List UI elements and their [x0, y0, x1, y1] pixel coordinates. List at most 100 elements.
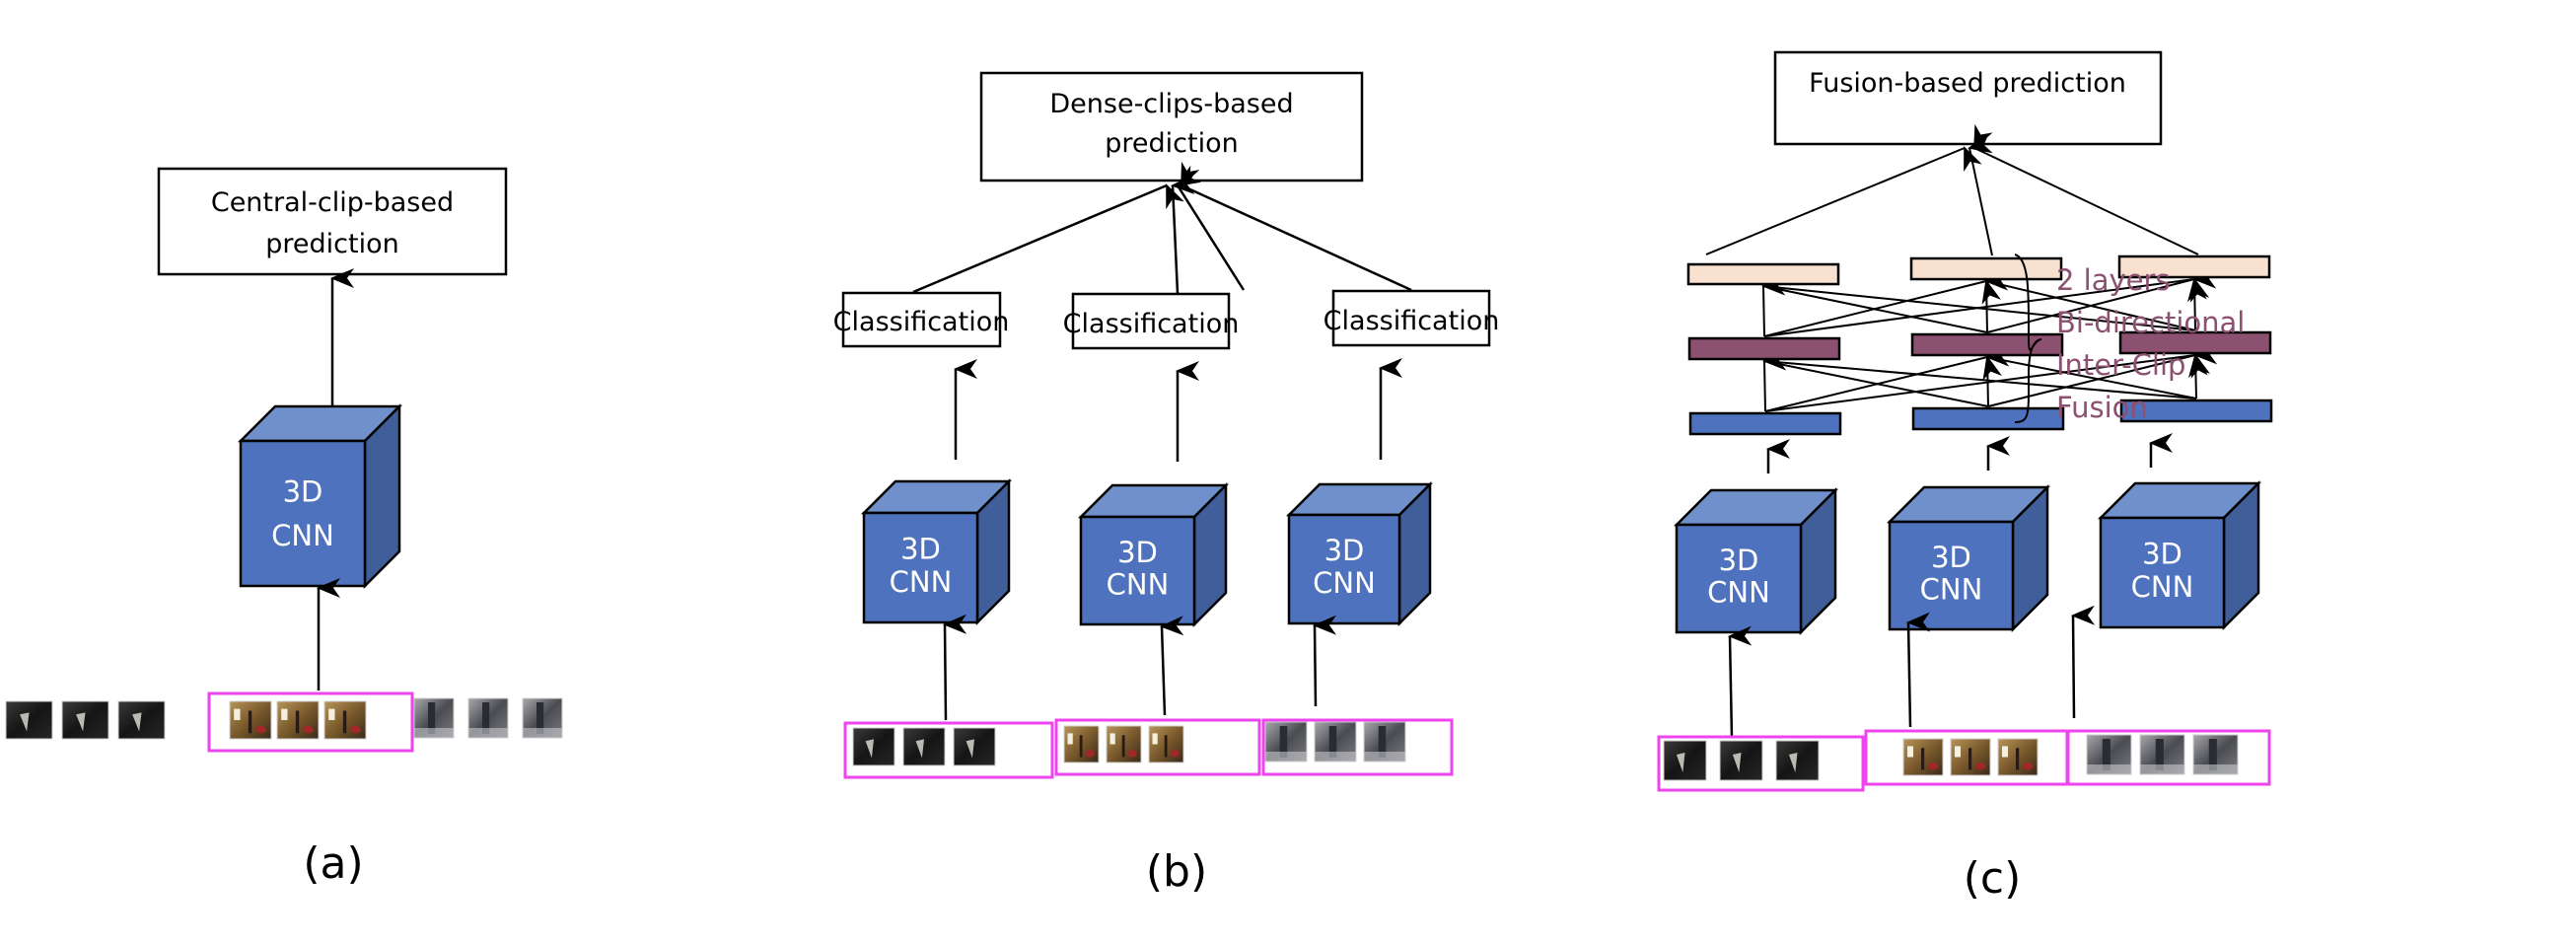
- clip-highlight-box: [1261, 718, 1454, 776]
- fusion-connection-arrow: [1981, 333, 2197, 400]
- cnn-label-line1: 3D: [900, 533, 941, 566]
- fusion-layer-output: [1909, 256, 2063, 281]
- arrow: [1705, 146, 1982, 255]
- cnn-label-line1: 3D: [283, 475, 323, 509]
- panel-b: Dense-clips-based prediction Classificat…: [833, 71, 1499, 897]
- video-frame: [2086, 734, 2132, 775]
- arrow: [1906, 612, 1931, 728]
- cnn-label-line1: 3D: [1324, 534, 1365, 567]
- video-frame: [1363, 721, 1406, 763]
- classification-label: Classification: [833, 307, 1010, 337]
- video-frame: [1775, 740, 1820, 781]
- fusion-connection-arrow: [1758, 337, 1989, 407]
- arrow: [1728, 625, 1753, 739]
- fusion-connection-arrow: [1755, 263, 2196, 331]
- video-frame: [1264, 721, 1308, 763]
- fusion-connection-arrow: [1757, 262, 1988, 333]
- fusion-layer-output: [2117, 254, 2271, 279]
- cnn-label-line2: CNN: [271, 519, 334, 552]
- video-frame: [1663, 740, 1707, 781]
- video-frame: [2139, 734, 2185, 775]
- video-frame: [902, 727, 946, 766]
- fusion-layer-hidden: [1687, 336, 1841, 361]
- arrow: [1171, 175, 1195, 294]
- fusion-connection-arrow: [1981, 257, 2196, 331]
- video-frame: [1719, 740, 1763, 781]
- fusion-layer-input: [1688, 411, 1842, 436]
- arrow: [1968, 133, 1993, 256]
- fusion-layer-hidden: [1910, 332, 2064, 357]
- frame-group-gray: [2086, 734, 2239, 775]
- cnn-label-line2: CNN: [1707, 575, 1770, 609]
- fusion-annotation-line4: Fusion: [2056, 391, 2148, 424]
- arrow: [1181, 161, 1412, 292]
- fusion-connection-arrow: [1987, 353, 2210, 407]
- cnn-label-line2: CNN: [1920, 572, 1983, 606]
- cnn-label-line2: CNN: [1107, 567, 1170, 601]
- cnn-label-line1: 3D: [1719, 544, 1759, 577]
- fusion-connection-arrow: [1984, 270, 2009, 333]
- video-frame: [1997, 738, 2039, 776]
- clip-highlight-box: [207, 691, 414, 753]
- fusion-connection-arrow: [1755, 338, 2197, 400]
- panel-c: Fusion-based prediction 2 layers Bi-dire…: [1657, 50, 2273, 904]
- arrow: [1313, 615, 1337, 707]
- prediction-box: Fusion-based prediction: [1773, 50, 2163, 146]
- frame-group-gray: [1264, 721, 1406, 763]
- fusion-connection-arrow: [1985, 346, 2010, 407]
- frame-group-dark: [1663, 740, 1820, 781]
- video-frame: [1106, 725, 1142, 763]
- panel-label: (a): [303, 838, 363, 889]
- frame-group-dark: [852, 727, 996, 766]
- cube-front-face: [239, 439, 367, 588]
- cube-front-face: [862, 511, 979, 624]
- frame-group-warm: [1902, 738, 2039, 776]
- classification-box: Classification: [833, 291, 1010, 348]
- panel-a: Central-clip-based prediction 3D CNN (a): [5, 167, 563, 889]
- cnn-label-line1: 3D: [2142, 538, 2182, 571]
- classification-label: Classification: [1063, 309, 1240, 339]
- video-frame: [1063, 725, 1100, 763]
- cnn-label-line2: CNN: [2131, 570, 2194, 604]
- curly-brace: [2014, 254, 2042, 423]
- video-frame: [229, 700, 272, 740]
- frame-group-gray: [413, 697, 563, 739]
- prediction-label-line1: Central-clip-based: [211, 187, 454, 218]
- video-frame: [117, 700, 166, 740]
- fusion-connection-arrow: [1762, 350, 1787, 412]
- cnn-label-line1: 3D: [1117, 536, 1158, 569]
- video-frame: [61, 700, 109, 740]
- arrow: [1176, 165, 1246, 291]
- fusion-layer-input: [2119, 399, 2273, 423]
- video-frame: [953, 727, 996, 766]
- arrow: [912, 183, 1184, 294]
- fusion-connection-arrow: [2192, 268, 2217, 331]
- fusion-connection-arrow: [2193, 344, 2218, 400]
- video-frame: [852, 727, 895, 766]
- video-frame: [1902, 738, 1944, 776]
- fusion-network: [1686, 123, 2273, 436]
- fusion-annotation-line2: Bi-directional: [2056, 306, 2245, 339]
- arrow: [1973, 123, 2199, 255]
- video-frame: [1148, 725, 1184, 763]
- video-frame: [276, 700, 320, 740]
- frame-group-warm: [229, 700, 367, 740]
- video-frame: [413, 697, 455, 739]
- cnn-label-line2: CNN: [890, 565, 953, 599]
- prediction-label-line1: Dense-clips-based: [1049, 89, 1293, 119]
- fusion-connection-arrow: [1761, 275, 1786, 337]
- cnn-cube: 3D CNN: [237, 402, 403, 590]
- video-frame: [323, 700, 367, 740]
- prediction-box: Central-clip-based prediction: [157, 167, 508, 276]
- panel-label: (c): [1964, 853, 2022, 904]
- video-frame: [522, 697, 563, 739]
- video-frame: [1314, 721, 1357, 763]
- video-frame: [5, 700, 53, 740]
- arrow: [2071, 605, 2096, 719]
